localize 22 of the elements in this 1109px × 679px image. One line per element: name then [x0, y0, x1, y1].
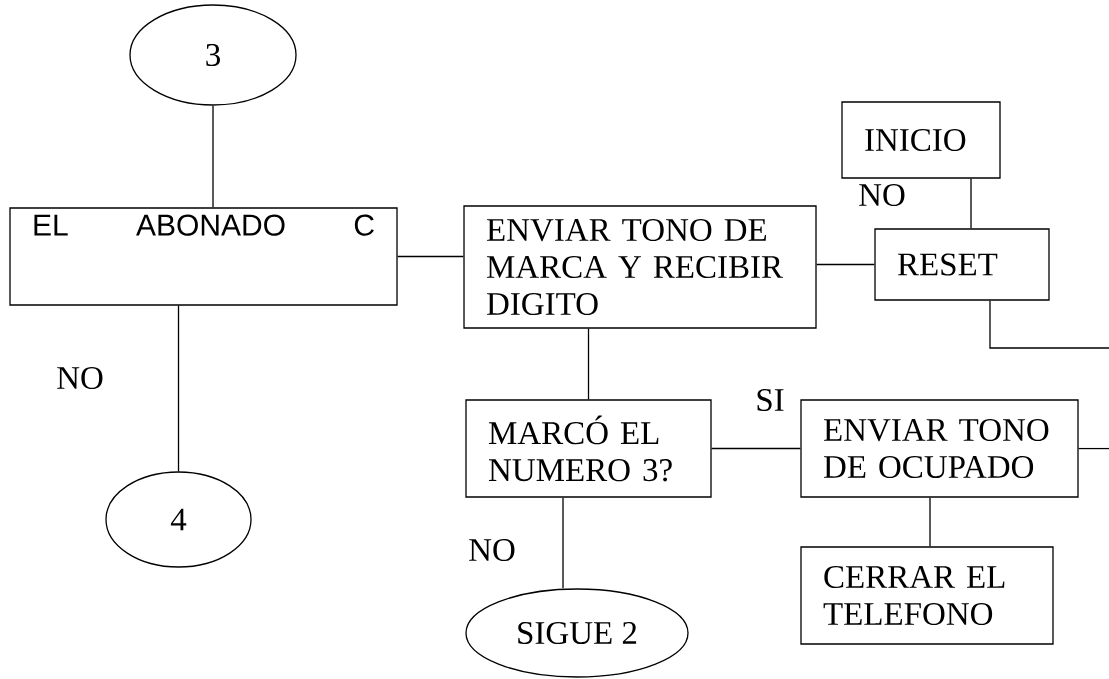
connector-line — [212, 105, 214, 208]
connector-line — [929, 497, 931, 547]
process-box: RESET — [874, 228, 1050, 301]
connector-line — [587, 328, 590, 400]
connector-line — [397, 255, 464, 258]
connector-line — [1078, 447, 1109, 450]
process-box: MARCÓ EL NUMERO 3? — [465, 399, 712, 498]
connector-line — [989, 300, 1109, 349]
connector-line — [711, 447, 801, 450]
connector-line — [177, 305, 180, 472]
branch-label: NO — [859, 183, 905, 207]
edge-label: SI — [753, 386, 787, 414]
edge-label: NO — [466, 536, 518, 564]
process-box: CERRAR EL TELEFONO — [800, 546, 1054, 645]
connector-line — [562, 497, 564, 589]
connector-line — [970, 178, 972, 229]
process-box: ENVIAR TONO DE MARCA Y RECIBIR DIGITO — [463, 205, 817, 329]
process-box: ENVIAR TONO DE OCUPADO — [800, 399, 1079, 498]
connector-line — [816, 263, 875, 266]
edge-label: NO — [54, 364, 106, 392]
process-box: INICIO — [841, 101, 1001, 179]
process-box: EL ABONADO C — [9, 207, 398, 306]
